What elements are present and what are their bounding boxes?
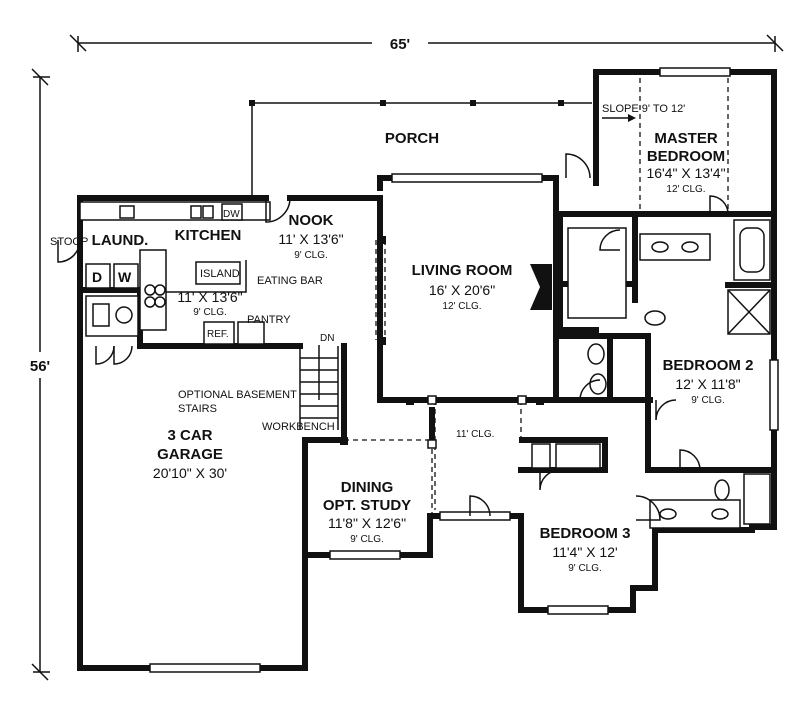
eating-bar-label: EATING BAR	[257, 275, 323, 287]
garage-name-1: 3 CAR	[167, 427, 212, 444]
bedroom2-name: BEDROOM 2	[663, 357, 754, 374]
basement-label-1: OPTIONAL BASEMENT	[178, 389, 297, 401]
hall-bath-fixtures	[587, 343, 771, 529]
dryer-label: D	[92, 269, 102, 285]
hall-clg-label: 11' CLG.	[456, 429, 494, 440]
bedroom3-size: 11'4" X 12'	[552, 544, 617, 560]
dimension-depth: 56'	[26, 68, 54, 681]
dimension-width: 65'	[69, 30, 784, 54]
kitchen-fixtures: DW ISLAND REF.	[79, 201, 271, 345]
depth-label: 56'	[30, 358, 50, 375]
master-bedroom-size: 16'4" X 13'4"	[646, 165, 725, 181]
nook-name: NOOK	[289, 212, 334, 229]
openings	[340, 78, 729, 516]
bedroom3-clg: 9' CLG.	[568, 563, 602, 574]
living-room-name: LIVING ROOM	[412, 262, 513, 279]
closets	[531, 443, 601, 469]
garage-name-2: GARAGE	[157, 446, 223, 463]
door-swings	[57, 153, 729, 521]
kitchen-name: KITCHEN	[175, 227, 242, 244]
bedroom2-clg: 9' CLG.	[691, 395, 725, 406]
basement-label-2: STAIRS	[178, 403, 217, 415]
slope-label: SLOPE 9' TO 12'	[602, 103, 685, 115]
island-label: ISLAND	[200, 268, 240, 280]
porch-outline	[249, 100, 592, 200]
dining-clg: 9' CLG.	[350, 534, 384, 545]
dn-label: DN	[320, 333, 334, 344]
kitchen-size: 11' X 13'6"	[177, 289, 242, 305]
windows	[149, 67, 779, 673]
stoop-label: STOOP	[50, 236, 88, 248]
pantry-label: PANTRY	[247, 314, 291, 326]
kitchen-clg: 9' CLG.	[193, 307, 227, 318]
workbench-label: WORKBENCH	[262, 421, 335, 433]
master-bedroom-clg: 12' CLG.	[666, 184, 705, 195]
laundry-name: LAUND.	[92, 232, 149, 249]
washer-label: W	[118, 269, 132, 285]
ref-label: REF.	[207, 329, 229, 340]
width-label: 65'	[390, 36, 410, 53]
nook-size: 11' X 13'6"	[278, 231, 343, 247]
laundry-fixtures: D W	[85, 263, 139, 337]
garage-size: 20'10" X 30'	[153, 465, 227, 481]
fireplace	[530, 264, 552, 310]
dining-name-2: OPT. STUDY	[323, 497, 411, 514]
porch-label: PORCH	[385, 130, 439, 147]
dining-size: 11'8" X 12'6"	[328, 515, 406, 531]
master-bedroom-name-2: BEDROOM	[647, 148, 725, 165]
bedroom3-name: BEDROOM 3	[540, 525, 631, 542]
living-room-size: 16' X 20'6"	[429, 282, 495, 298]
bedroom2-size: 12' X 11'8"	[675, 376, 740, 392]
master-bedroom-name-1: MASTER	[654, 130, 718, 147]
living-room-clg: 12' CLG.	[442, 301, 481, 312]
master-bath-fixtures	[567, 219, 771, 335]
dw-label: DW	[223, 209, 240, 220]
slope-note: SLOPE 9' TO 12'	[602, 103, 685, 122]
nook-clg: 9' CLG.	[294, 250, 328, 261]
basement-stairs: DN	[299, 333, 339, 430]
dining-name-1: DINING	[341, 479, 394, 496]
